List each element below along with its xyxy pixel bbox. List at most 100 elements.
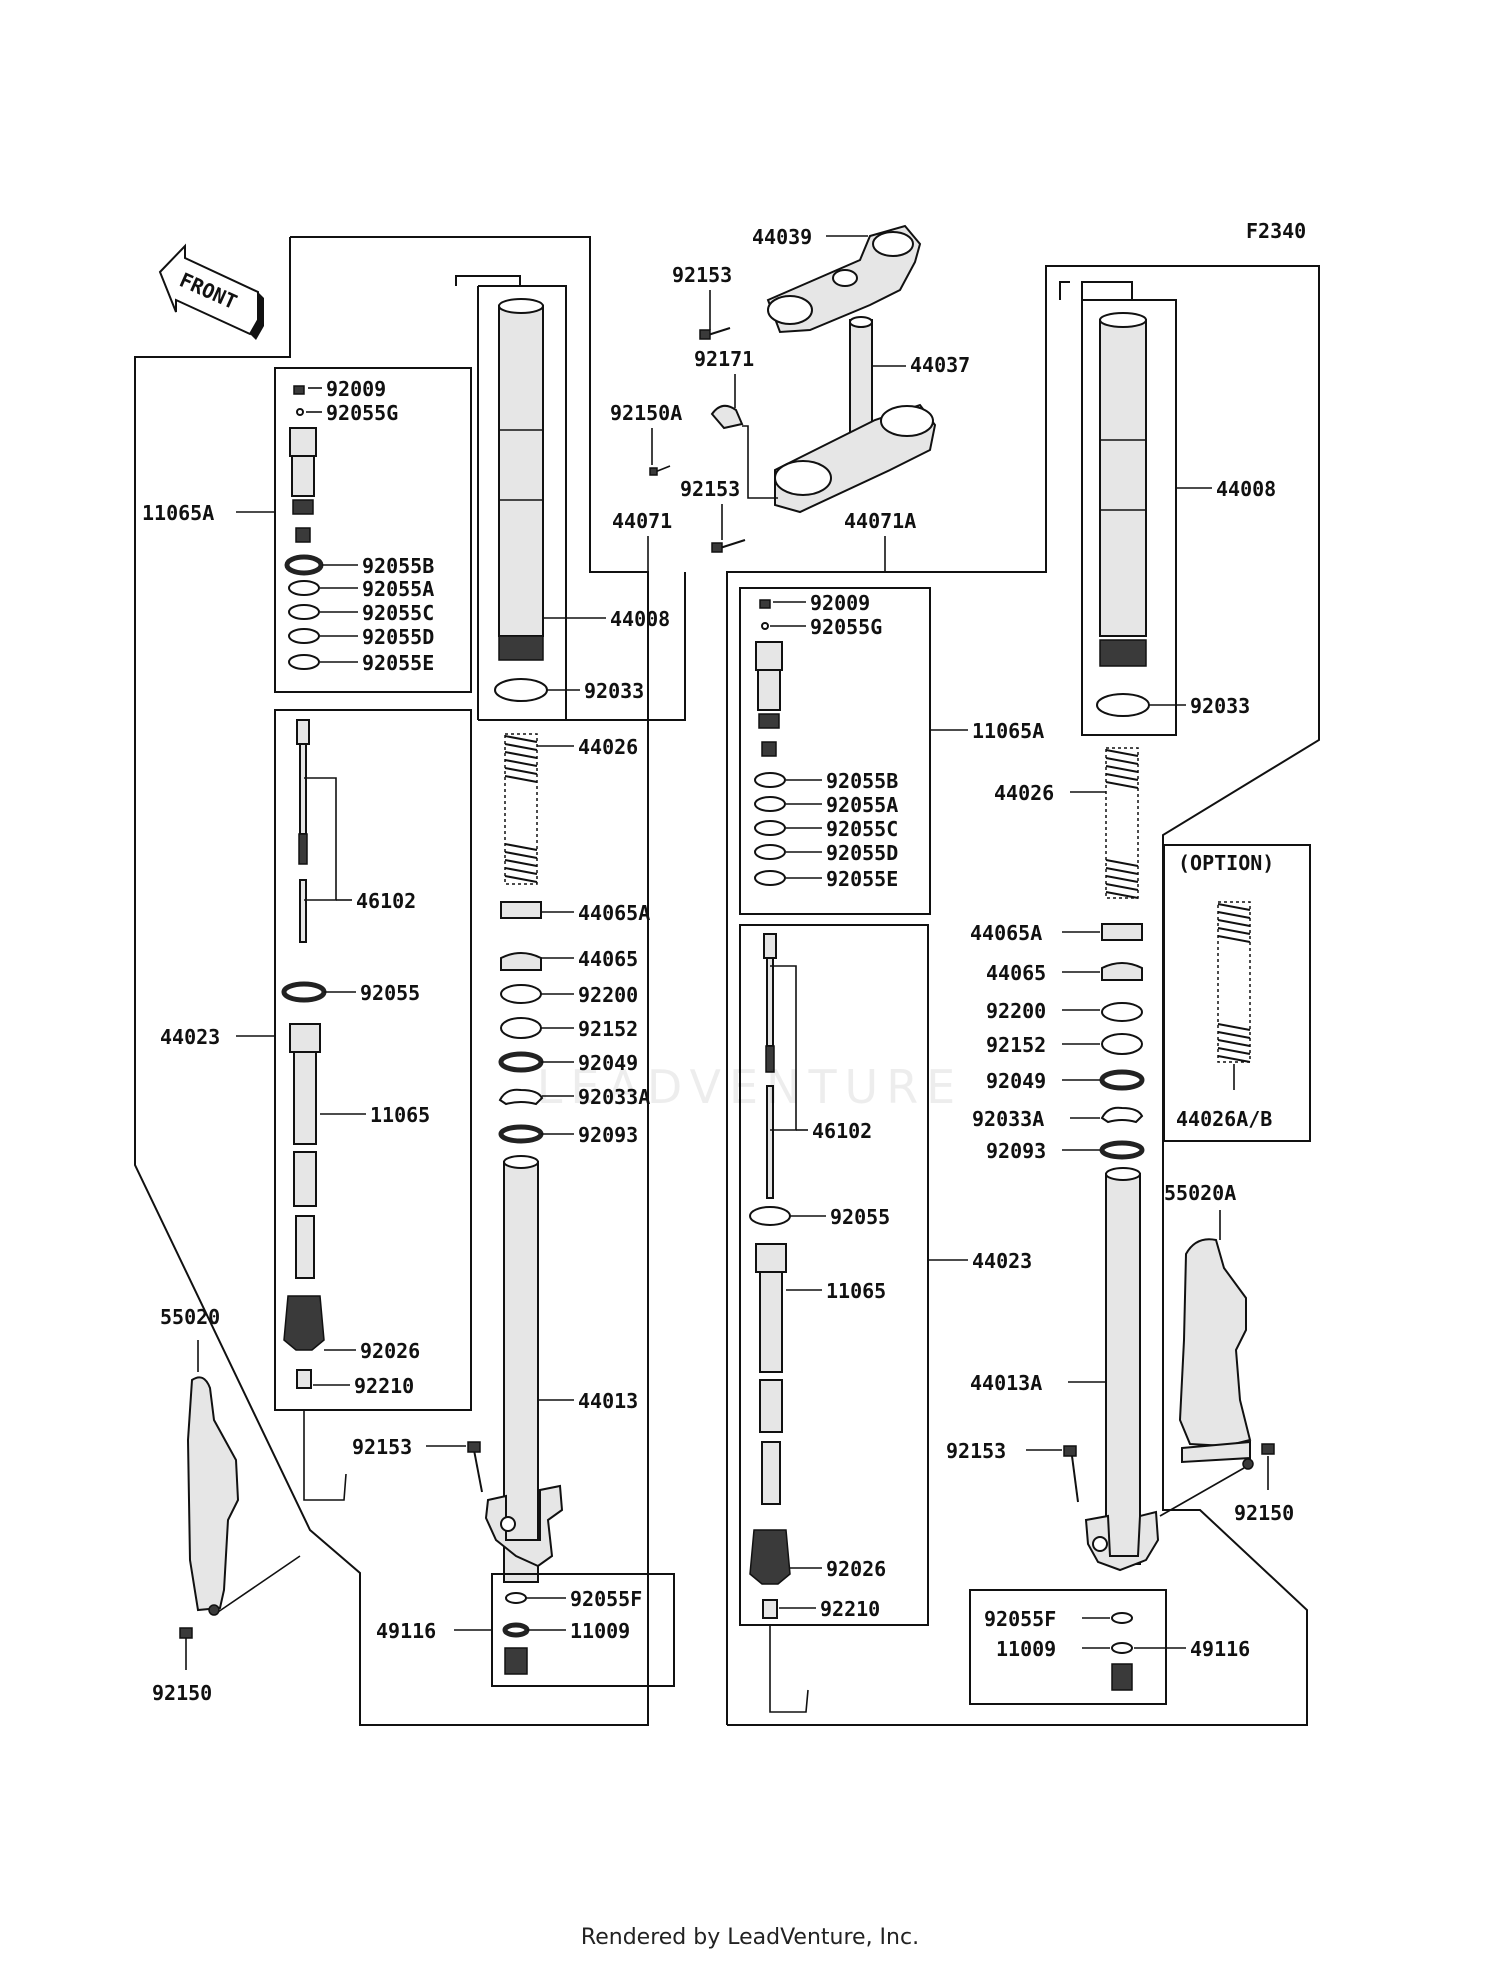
R-92055A: 92055A (826, 793, 898, 817)
callout-92153-top: 92153 (672, 263, 732, 287)
L-92055F: 92055F (570, 1587, 642, 1611)
R-92055F: 92055F (984, 1607, 1056, 1631)
bolt-top-icon (699, 327, 731, 340)
left-cartridge-top-box (274, 367, 472, 693)
left-bottom-parts: 92055F 11009 49116 (376, 1587, 642, 1675)
L-92210: 92210 (354, 1374, 414, 1398)
option-label: (OPTION) (1178, 851, 1274, 875)
lower-triple-clamp (774, 403, 937, 514)
R-49116: 49116 (1190, 1637, 1250, 1661)
callout-92171: 92171 (694, 347, 754, 371)
right-bottom-box (969, 1589, 1167, 1705)
left-axle-bolt-icon: 92153 (352, 1435, 483, 1493)
L-44065A: 44065A (578, 901, 650, 925)
L-92055: 92055 (360, 981, 420, 1005)
left-spring: 44026 (504, 733, 638, 885)
R-92026: 92026 (826, 1557, 886, 1581)
left-cartridge-top-callouts: 92009 92055G 11065A 92055B 92055A 92055C… (142, 377, 434, 675)
R-55020A: 55020A (1164, 1181, 1236, 1205)
R-92055C: 92055C (826, 817, 898, 841)
L-11009: 11009 (570, 1619, 630, 1643)
left-cartridge-box (274, 709, 472, 1411)
right-tube-box (1081, 299, 1177, 736)
L-92055G: 92055G (326, 401, 398, 425)
left-ring-callouts: 44065A 44065 92200 92152 92049 92033A 92… (541, 901, 650, 1147)
R-11065: 11065 (826, 1279, 886, 1303)
R-92055D: 92055D (826, 841, 898, 865)
R-92153: 92153 (946, 1439, 1006, 1463)
callout-44071A: 44071A (844, 509, 916, 533)
L-44026: 44026 (578, 735, 638, 759)
left-cartridge-parts (281, 719, 327, 1389)
right-ring-stack (1099, 923, 1145, 1160)
bolt-small-icon (649, 465, 671, 476)
L-92055A: 92055A (362, 577, 434, 601)
right-ring-callouts: 44065A 44065 92200 92152 92049 92033A 92… (970, 921, 1100, 1163)
callout-92150A: 92150A (610, 401, 682, 425)
L-92150: 92150 (152, 1681, 212, 1705)
right-fork-frame (726, 265, 1320, 1726)
R-92200: 92200 (986, 999, 1046, 1023)
callout-44037: 44037 (910, 353, 970, 377)
option-spring (1217, 901, 1251, 1090)
R-92033: 92033 (1190, 694, 1250, 718)
top-callouts: 44039 92153 92171 44037 92150A 92153 440… (610, 225, 970, 572)
left-cartridge-top-parts (284, 385, 324, 670)
R-92055G: 92055G (810, 615, 882, 639)
right-axle-bolt-icon: 92153 (946, 1439, 1079, 1503)
right-outer-tube (1096, 312, 1150, 717)
R-44026AB: 44026A/B (1176, 1107, 1272, 1131)
L-92200: 92200 (578, 983, 638, 1007)
R-92055E: 92055E (826, 867, 898, 891)
watermark: LEADVENTURE (536, 1060, 964, 1114)
R-92150: 92150 (1234, 1501, 1294, 1525)
diagram-code: F2340 (1246, 219, 1306, 243)
cable-clamp (710, 404, 744, 430)
L-92152: 92152 (578, 1017, 638, 1041)
left-fork-guard: 55020 92150 (152, 1305, 301, 1705)
right-tube-bracket-2 (1081, 281, 1133, 300)
right-cartridge-top-parts (754, 599, 786, 886)
R-44065A: 44065A (970, 921, 1042, 945)
L-92055D: 92055D (362, 625, 434, 649)
left-outer-tube (494, 298, 548, 702)
left-fork-frame (134, 236, 649, 1726)
L-44065: 44065 (578, 947, 638, 971)
option-box (1163, 844, 1311, 1142)
L-44013: 44013 (578, 1389, 638, 1413)
upper-triple-clamp (766, 224, 922, 334)
L-44008: 44008 (610, 607, 670, 631)
L-92049: 92049 (578, 1051, 638, 1075)
L-55020: 55020 (160, 1305, 220, 1329)
R-44023: 44023 (972, 1249, 1032, 1273)
R-92055B: 92055B (826, 769, 898, 793)
L-92055B: 92055B (362, 554, 434, 578)
R-44065: 44065 (986, 961, 1046, 985)
R-92210: 92210 (820, 1597, 880, 1621)
R-44026: 44026 (994, 781, 1054, 805)
R-92055: 92055 (830, 1205, 890, 1229)
right-cartridge-box (739, 924, 929, 1626)
R-92049: 92049 (986, 1069, 1046, 1093)
right-inner-tube: 44013A (970, 1167, 1160, 1572)
L-49116: 49116 (376, 1619, 436, 1643)
R-44013A: 44013A (970, 1371, 1042, 1395)
bolt-mid-icon (711, 539, 746, 553)
L-44023: 44023 (160, 1025, 220, 1049)
L-92153: 92153 (352, 1435, 412, 1459)
right-cartridge-parts (749, 933, 791, 1619)
L-92033: 92033 (584, 679, 644, 703)
right-cartridge-callouts: 46102 92055 44023 11065 92026 92210 (769, 965, 1032, 1713)
left-inner-tube: 44013 (484, 1155, 638, 1583)
right-bottom-parts: 92055F 11009 49116 (984, 1607, 1250, 1691)
L-11065: 11065 (370, 1103, 430, 1127)
L-46102: 46102 (356, 889, 416, 913)
left-cartridge-callouts: 46102 92055 44023 11065 92026 92210 (160, 777, 430, 1501)
right-tube-bracket (1059, 281, 1070, 300)
callout-44071: 44071 (612, 509, 672, 533)
callout-92153-mid: 92153 (680, 477, 740, 501)
R-92009: 92009 (810, 591, 870, 615)
L-92055C: 92055C (362, 601, 434, 625)
right-cartridge-top-box (739, 587, 931, 915)
